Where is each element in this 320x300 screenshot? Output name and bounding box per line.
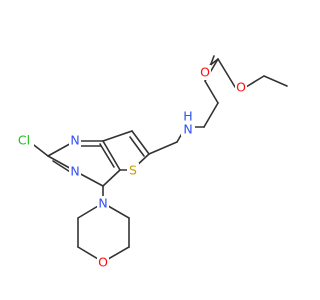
thiophene-sulfur-label: S	[129, 163, 137, 178]
bond-ch2-ch3	[263, 75, 288, 87]
s-label-bg	[127, 163, 139, 178]
o-morph-label-bg	[97, 255, 109, 270]
bond-c7-c6	[131, 130, 150, 155]
morpholine-nitrogen-label: N	[98, 196, 107, 211]
bond-c4-c4a	[102, 169, 121, 187]
n1-label-bg	[69, 133, 81, 148]
n3-label-bg	[69, 164, 81, 179]
pyrimidine-bottom-nitrogen-label: N	[70, 164, 79, 179]
bond-ccarbonyl-oester	[217, 58, 236, 88]
o-ester-label-bg	[235, 80, 247, 95]
bond-c1-c2	[203, 102, 219, 128]
bond-oester-ch2	[245, 75, 265, 88]
ester-oxygen-label: O	[236, 80, 246, 95]
bond-c4a-c7a-double	[99, 143, 115, 168]
chlorine-atom-label: Cl	[18, 133, 30, 148]
atom-labels: Cl N N S N O H N O O	[14, 65, 247, 270]
cl-label-bg	[14, 133, 34, 148]
amine-hydrogen-label: H	[183, 109, 192, 124]
bonds	[29, 55, 288, 263]
bond-c2-c3	[204, 80, 219, 104]
bond-c7-c6-double	[129, 136, 145, 157]
pyrimidine-top-nitrogen-label: N	[70, 133, 79, 148]
n-morph-label-bg	[97, 196, 109, 211]
bond-c4a-c7a	[102, 140, 121, 171]
morpholine-oxygen-label: O	[98, 255, 108, 270]
chemical-structure: Cl N N S N O H N O O	[14, 55, 288, 270]
carbonyl-oxygen-label: O	[200, 65, 210, 80]
o-carbonyl-label-bg	[199, 65, 211, 80]
nh-label-bg	[181, 110, 195, 136]
amine-nitrogen-label: N	[183, 122, 192, 137]
bond-c7a-c7	[102, 130, 133, 142]
bond-c6-ch2	[148, 141, 178, 155]
